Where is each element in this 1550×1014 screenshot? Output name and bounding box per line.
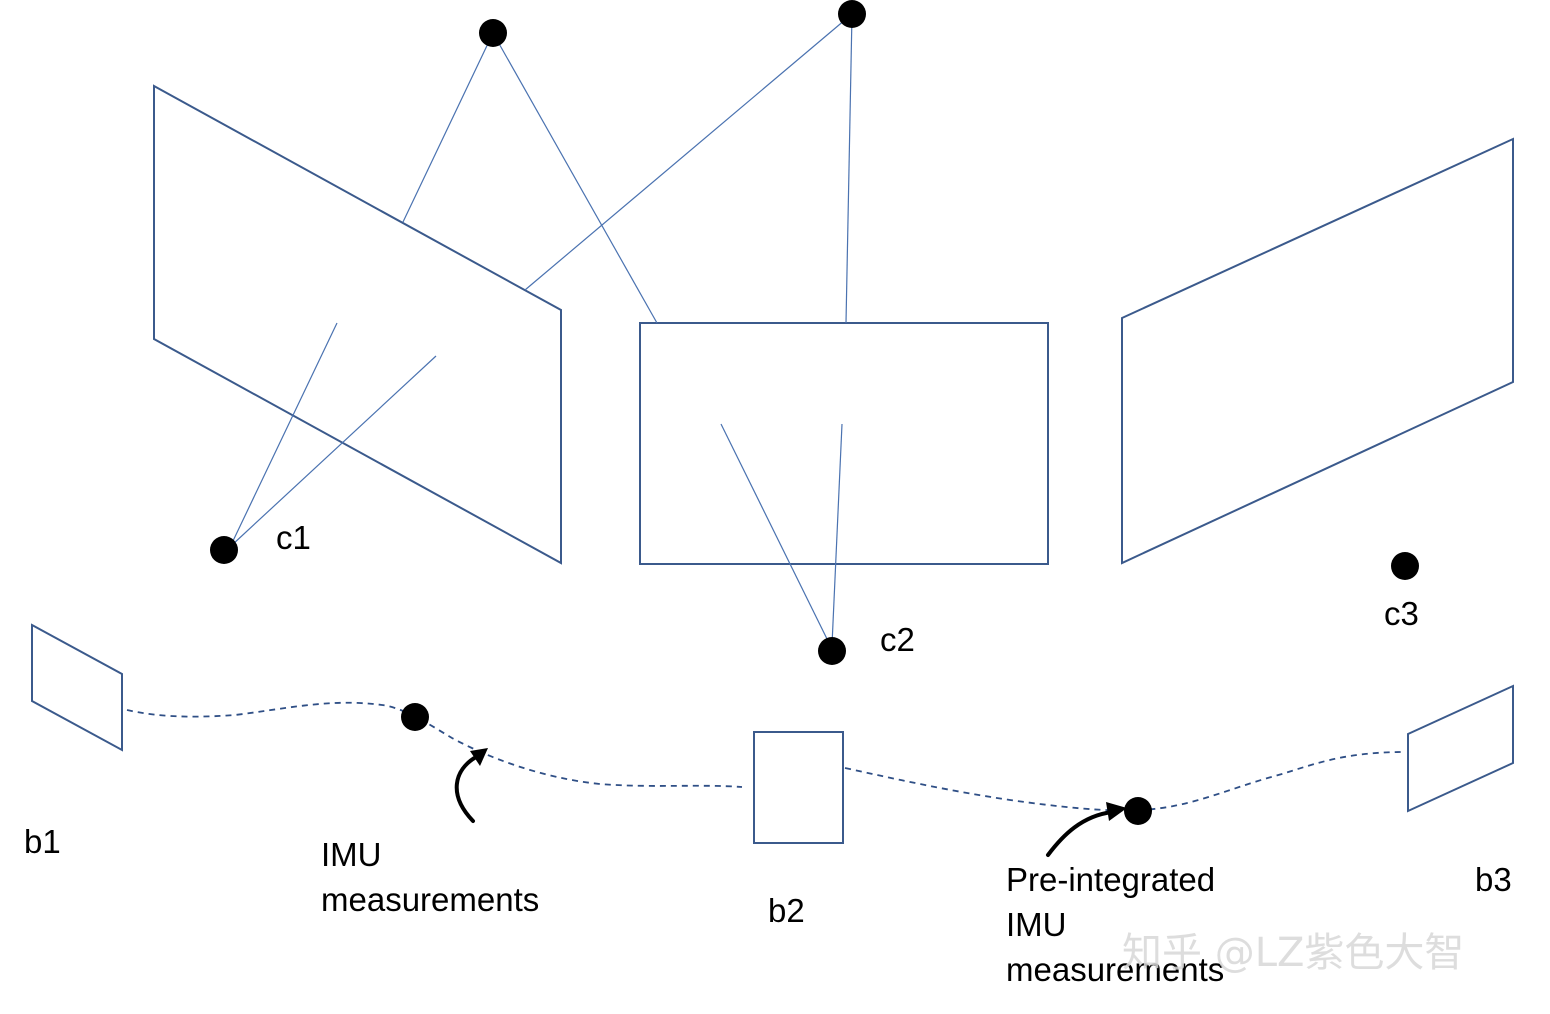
- watermark-text: 知乎 @LZ紫色大智: [1122, 930, 1464, 976]
- ray-landmark1-plane2: [492, 32, 658, 324]
- ray-plane2-c2-a: [720, 423, 831, 646]
- landmark-point-1: [479, 19, 507, 47]
- body-frame-b1: [31, 623, 123, 752]
- imu-measurements-arrow: [454, 755, 478, 823]
- ray-landmark1-plane1: [402, 32, 494, 223]
- image-plane-c2: [639, 322, 1049, 565]
- image-plane-c3: [1121, 137, 1514, 565]
- imu-measurements-arrowhead-icon: [470, 748, 488, 766]
- ray-landmark2-plane1: [524, 13, 853, 291]
- label-c2: c2: [880, 621, 915, 658]
- pre-integration-point: [1124, 797, 1152, 825]
- landmark-point-2: [838, 0, 866, 28]
- label-b1: b1: [24, 823, 61, 860]
- ray-plane1-c1-b: [231, 355, 437, 546]
- label-b2: b2: [768, 892, 805, 929]
- label-pre-integrated-line2: IMU: [1006, 906, 1067, 943]
- ray-landmark2-plane2: [845, 13, 853, 324]
- pre-integrated-arrowhead-icon: [1106, 802, 1127, 821]
- label-pre-integrated-line1: Pre-integrated: [1006, 861, 1215, 898]
- camera-center-c2: [818, 637, 846, 665]
- label-pre-integrated-line3: measurements: [1006, 951, 1224, 988]
- label-b3: b3: [1475, 861, 1512, 898]
- label-c1: c1: [276, 519, 311, 556]
- imu-trajectory-b2-b3: [844, 751, 1406, 812]
- label-c3: c3: [1384, 595, 1419, 632]
- imu-sample-point: [401, 703, 429, 731]
- label-imu-line2: measurements: [321, 881, 539, 918]
- label-imu-line1: IMU: [321, 836, 382, 873]
- ray-plane1-c1-a: [231, 322, 338, 544]
- body-frame-b3: [1407, 684, 1514, 813]
- imu-trajectory-b1-b2: [126, 701, 743, 788]
- camera-center-c1: [210, 536, 238, 564]
- body-frame-b2: [753, 731, 844, 844]
- ray-plane2-c2-b: [831, 423, 843, 646]
- image-plane-c1: [153, 84, 562, 565]
- pre-integrated-arrow: [1046, 810, 1114, 857]
- camera-center-c3: [1391, 552, 1419, 580]
